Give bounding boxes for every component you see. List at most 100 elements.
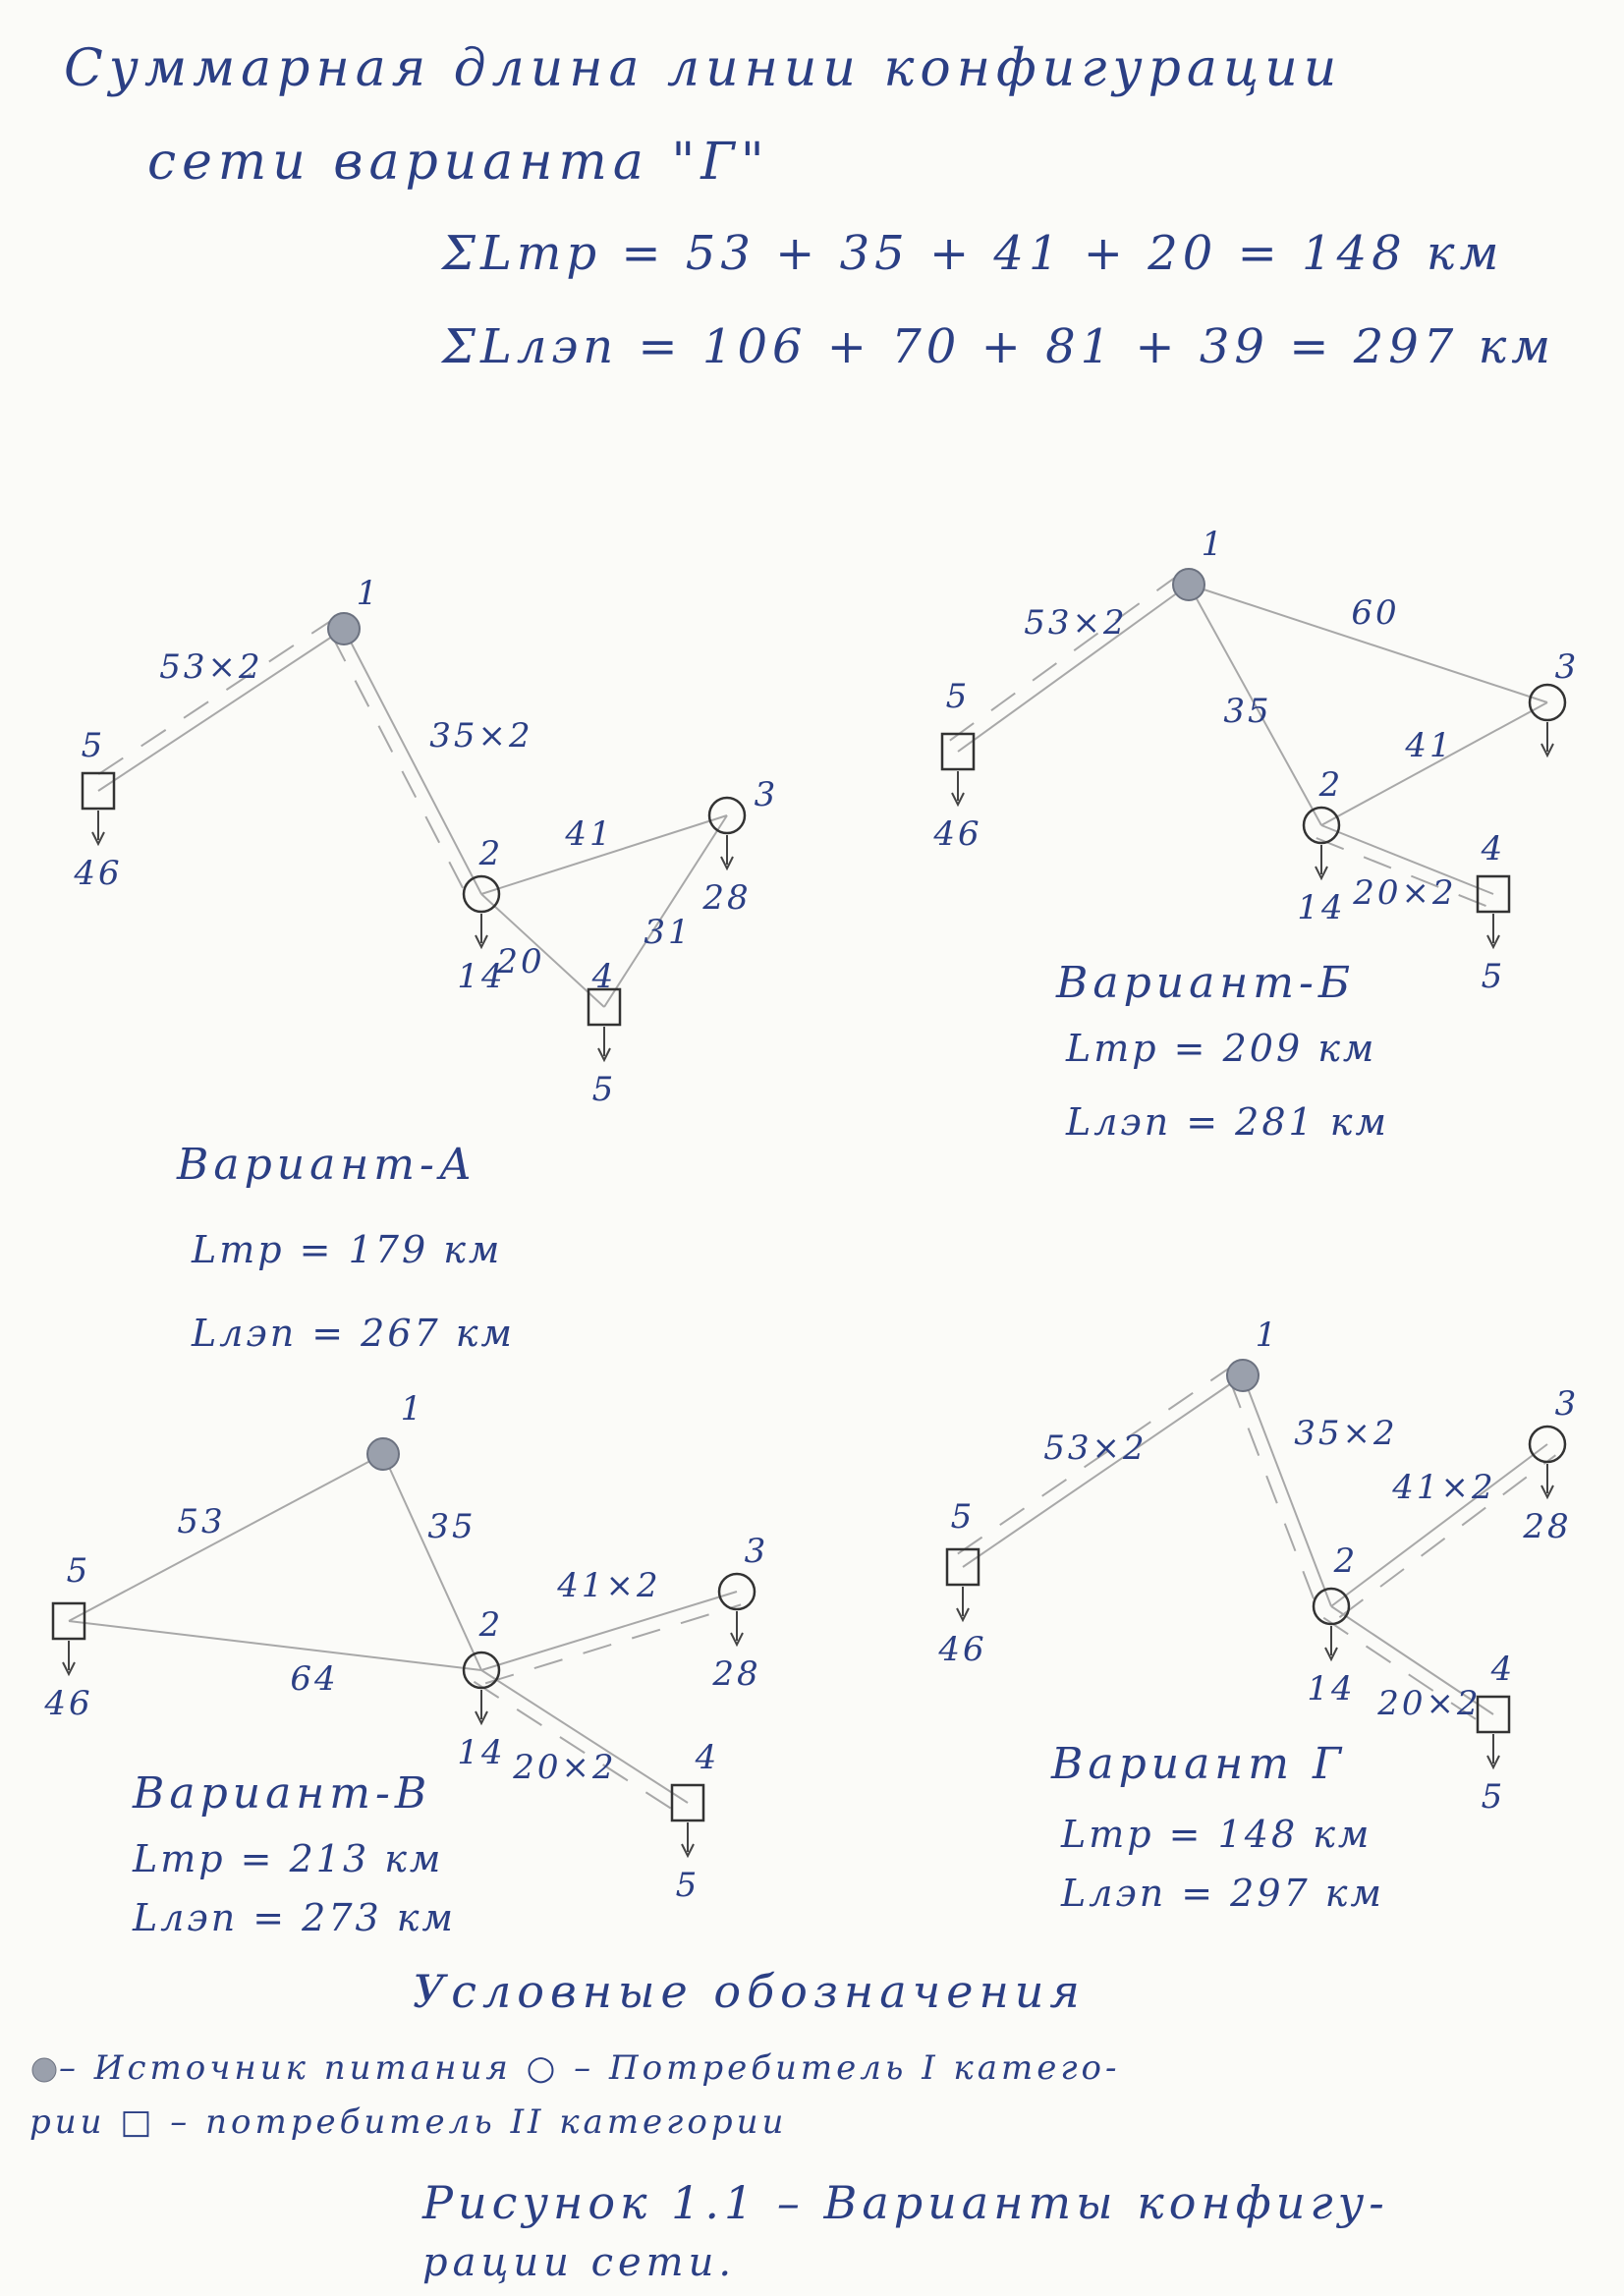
node-id-label: 5 — [951, 1497, 976, 1537]
variant-b-ltr: Lтр = 209 км — [1066, 1027, 1377, 1070]
node-id-label: 4 — [1490, 1650, 1516, 1689]
load-arrowhead-icon — [1324, 1647, 1338, 1662]
node-load-label: 5 — [1482, 957, 1506, 996]
edge-length-label: 41 — [564, 814, 613, 854]
line-edge — [480, 893, 605, 1008]
variant-b-llep: Lлэп = 281 км — [1066, 1100, 1389, 1144]
line-edge-double — [484, 1603, 742, 1685]
load-arrowhead-icon — [1540, 1484, 1554, 1500]
edge-length-label: 20×2 — [1352, 873, 1456, 913]
edge-length-label: 20×2 — [1376, 1684, 1481, 1723]
legend-line2: рии □ – потребитель II категории — [29, 2102, 788, 2142]
consumer-category-2-icon — [51, 1601, 86, 1641]
variant-v-ltr: Lтр = 213 км — [133, 1837, 444, 1880]
line-edge-double — [1316, 837, 1489, 908]
figure-caption-line1: Рисунок 1.1 – Варианты конфигу- — [422, 2176, 1389, 2229]
load-arrowhead-icon — [1540, 743, 1554, 758]
edge-length-label: 20×2 — [512, 1748, 616, 1787]
edge-length-label: 35 — [1223, 692, 1271, 731]
node-load-label: 28 — [711, 1654, 760, 1694]
load-arrowhead-icon — [62, 1661, 76, 1677]
line-edge-double — [954, 1363, 1236, 1557]
variant-a-name: Вариант-А — [177, 1140, 477, 1190]
source-node-icon — [1172, 568, 1205, 601]
consumer-category-2-icon — [1476, 874, 1511, 914]
consumer-category-1-icon — [462, 1651, 501, 1690]
consumer-category-2-icon — [670, 1783, 705, 1822]
consumer-category-1-icon — [1312, 1587, 1351, 1626]
variant-g-name: Вариант Г — [1051, 1739, 1347, 1789]
node-id-label: 2 — [478, 834, 504, 873]
consumer-category-1-icon — [1528, 1425, 1567, 1464]
edge-length-label: 53 — [177, 1502, 225, 1541]
node-id-label: 4 — [1481, 829, 1506, 868]
consumer-category-2-icon — [1476, 1695, 1511, 1734]
load-arrowhead-icon — [1315, 866, 1328, 881]
consumer-category-2-icon — [587, 987, 622, 1027]
load-arrowhead-icon — [1486, 934, 1500, 950]
legend-line1: – Источник питания ○ – Потребитель I кат… — [29, 2048, 1121, 2088]
source-icon — [31, 2057, 57, 2083]
node-id-label: 3 — [745, 1532, 769, 1571]
line-edge — [1188, 584, 1548, 703]
variant-g-ltr: Lтр = 148 км — [1061, 1813, 1372, 1856]
load-arrowhead-icon — [681, 1843, 695, 1859]
consumer-category-1-icon — [1302, 806, 1341, 845]
load-arrowhead-icon — [956, 1607, 970, 1623]
edge-length-label: 60 — [1351, 593, 1399, 633]
line-edge — [603, 814, 728, 1008]
line-edge — [68, 1620, 482, 1671]
edge-length-label: 31 — [644, 913, 692, 952]
edge-length-label: 41×2 — [1391, 1468, 1495, 1507]
load-arrowhead-icon — [475, 934, 488, 950]
line-edge-double — [1338, 1454, 1557, 1618]
line-edge — [1188, 584, 1322, 826]
variant-g-llep: Lлэп = 297 км — [1061, 1872, 1384, 1915]
line-edge — [68, 1453, 384, 1622]
line-edge — [1320, 824, 1494, 895]
edge-length-label: 41 — [1404, 726, 1453, 765]
edge-length-label: 41×2 — [556, 1566, 660, 1605]
node-id-label: 2 — [1318, 765, 1344, 805]
node-id-label: 3 — [1555, 647, 1580, 687]
header-title-line1: Суммарная длина линии конфигурации — [64, 39, 1343, 98]
edge-length-label: 53×2 — [159, 647, 262, 687]
load-arrowhead-icon — [730, 1632, 744, 1648]
line-edge — [957, 584, 1190, 753]
legend-title: Условные обозначения — [413, 1965, 1086, 2018]
line-edge — [382, 1453, 482, 1671]
edge-length-label: 64 — [290, 1659, 338, 1699]
edge-length-label: 35×2 — [1294, 1414, 1397, 1453]
header-title-line2: сети варианта "Г" — [147, 133, 770, 192]
consumer-category-1-icon — [707, 796, 747, 835]
consumer-category-2-icon — [940, 732, 976, 771]
line-edge — [480, 814, 728, 895]
node-load-label: 5 — [1482, 1777, 1506, 1817]
variant-v-name: Вариант-В — [133, 1768, 432, 1819]
node-id-label: 1 — [1202, 525, 1226, 564]
variant-b-name: Вариант-Б — [1056, 958, 1356, 1008]
variant-a-ltr: Lтр = 179 км — [192, 1228, 503, 1271]
edge-length-label: 53×2 — [1024, 603, 1127, 643]
node-id-label: 1 — [401, 1389, 425, 1428]
load-arrowhead-icon — [951, 792, 965, 808]
line-edge — [480, 1591, 738, 1671]
node-id-label: 1 — [1256, 1316, 1280, 1355]
node-id-label: 5 — [82, 726, 106, 765]
node-load-label: 28 — [701, 878, 751, 918]
node-id-label: 5 — [946, 677, 971, 716]
line-edge — [343, 628, 482, 895]
node-load-label: 46 — [932, 814, 981, 854]
node-id-label: 4 — [591, 957, 617, 996]
node-id-label: 4 — [695, 1738, 720, 1777]
line-edge-double — [1228, 1379, 1319, 1612]
node-load-label: 28 — [1522, 1507, 1571, 1546]
edge-length-label: 35×2 — [429, 716, 532, 756]
variant-v-llep: Lлэп = 273 км — [133, 1896, 456, 1939]
line-edge-double — [473, 1680, 681, 1816]
node-load-label: 46 — [73, 854, 122, 893]
node-id-label: 2 — [478, 1605, 504, 1645]
node-load-label: 14 — [457, 957, 505, 996]
load-arrowhead-icon — [91, 831, 105, 847]
